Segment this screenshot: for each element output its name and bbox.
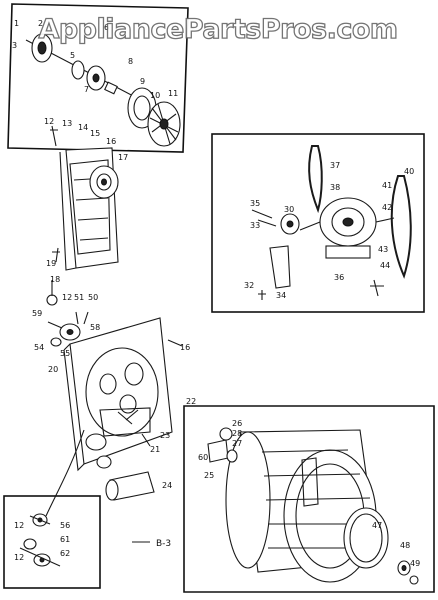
callout-38: 38	[330, 183, 340, 192]
callout-47: 47	[372, 521, 382, 530]
idler-housing-assembly: 12 13 14 15 16 17 19	[44, 117, 128, 271]
callout-24: 24	[162, 481, 172, 490]
page-label: B-3	[156, 539, 171, 549]
callout-54: 54	[34, 343, 44, 352]
callout-16-b: 16	[180, 343, 190, 352]
callout-55: 55	[60, 349, 70, 358]
callout-16: 16	[106, 137, 116, 146]
callout-27: 27	[232, 439, 242, 448]
callout-51: 51	[74, 293, 84, 302]
callout-26: 26	[232, 419, 242, 428]
callout-43: 43	[378, 245, 388, 254]
callout-3: 3	[12, 41, 17, 50]
callout-10: 10	[150, 91, 160, 100]
motor-assembly-inset: 30 32 33 34 35 36 37 38 40 41 42 43 44	[211, 133, 425, 313]
callout-2: 2	[38, 19, 43, 28]
watermark-text: AppliancePartsPros.com	[38, 13, 399, 45]
callout-21: 21	[150, 445, 160, 454]
callout-6: 6	[104, 23, 109, 32]
callout-58: 58	[90, 323, 100, 332]
drum-assembly: 22 25 26 27 28 60 47 48 49	[183, 397, 435, 593]
blower-assembly-inset: 1 2 3 5 6 7 8 9 10 11	[7, 3, 189, 153]
valve-coil-inset: 12 56 61 62 12	[3, 495, 101, 589]
callout-12-b: 12	[62, 293, 72, 302]
callout-37: 37	[330, 161, 340, 170]
callout-62: 62	[60, 549, 70, 558]
callout-42: 42	[382, 203, 392, 212]
callout-20: 20	[48, 365, 58, 374]
callout-19: 19	[46, 259, 56, 268]
callout-7: 7	[84, 85, 89, 94]
callout-61: 61	[60, 535, 70, 544]
callout-12: 12	[44, 117, 54, 126]
callout-23: 23	[160, 431, 170, 440]
callout-34: 34	[276, 291, 286, 300]
callout-18: 18	[50, 275, 60, 284]
callout-40: 40	[404, 167, 414, 176]
callout-28: 28	[232, 429, 242, 438]
callout-22: 22	[186, 397, 196, 406]
callout-44: 44	[380, 261, 390, 270]
callout-41: 41	[382, 181, 392, 190]
callout-13: 13	[62, 119, 72, 128]
callout-1: 1	[14, 19, 19, 28]
callout-12-d: 12	[14, 553, 24, 562]
callout-5: 5	[70, 51, 75, 60]
callout-59: 59	[32, 309, 42, 318]
rear-bulkhead: 20 16 21 23 24	[45, 317, 190, 517]
callout-50: 50	[88, 293, 98, 302]
callout-33: 33	[250, 221, 260, 230]
callout-25: 25	[204, 471, 214, 480]
callout-15: 15	[90, 129, 100, 138]
callout-12-c: 12	[14, 521, 24, 530]
callout-14: 14	[78, 123, 88, 132]
callout-49: 49	[410, 559, 420, 568]
callout-36: 36	[334, 273, 344, 282]
callout-17: 17	[118, 153, 128, 162]
callout-8: 8	[128, 57, 133, 66]
callout-35: 35	[250, 199, 260, 208]
callout-56: 56	[60, 521, 70, 530]
callout-30: 30	[284, 205, 294, 214]
callout-60: 60	[198, 453, 208, 462]
callout-48: 48	[400, 541, 410, 550]
callout-11: 11	[168, 89, 178, 98]
callout-9: 9	[140, 77, 145, 86]
callout-32: 32	[244, 281, 254, 290]
page-label-group: B-3	[132, 539, 171, 549]
